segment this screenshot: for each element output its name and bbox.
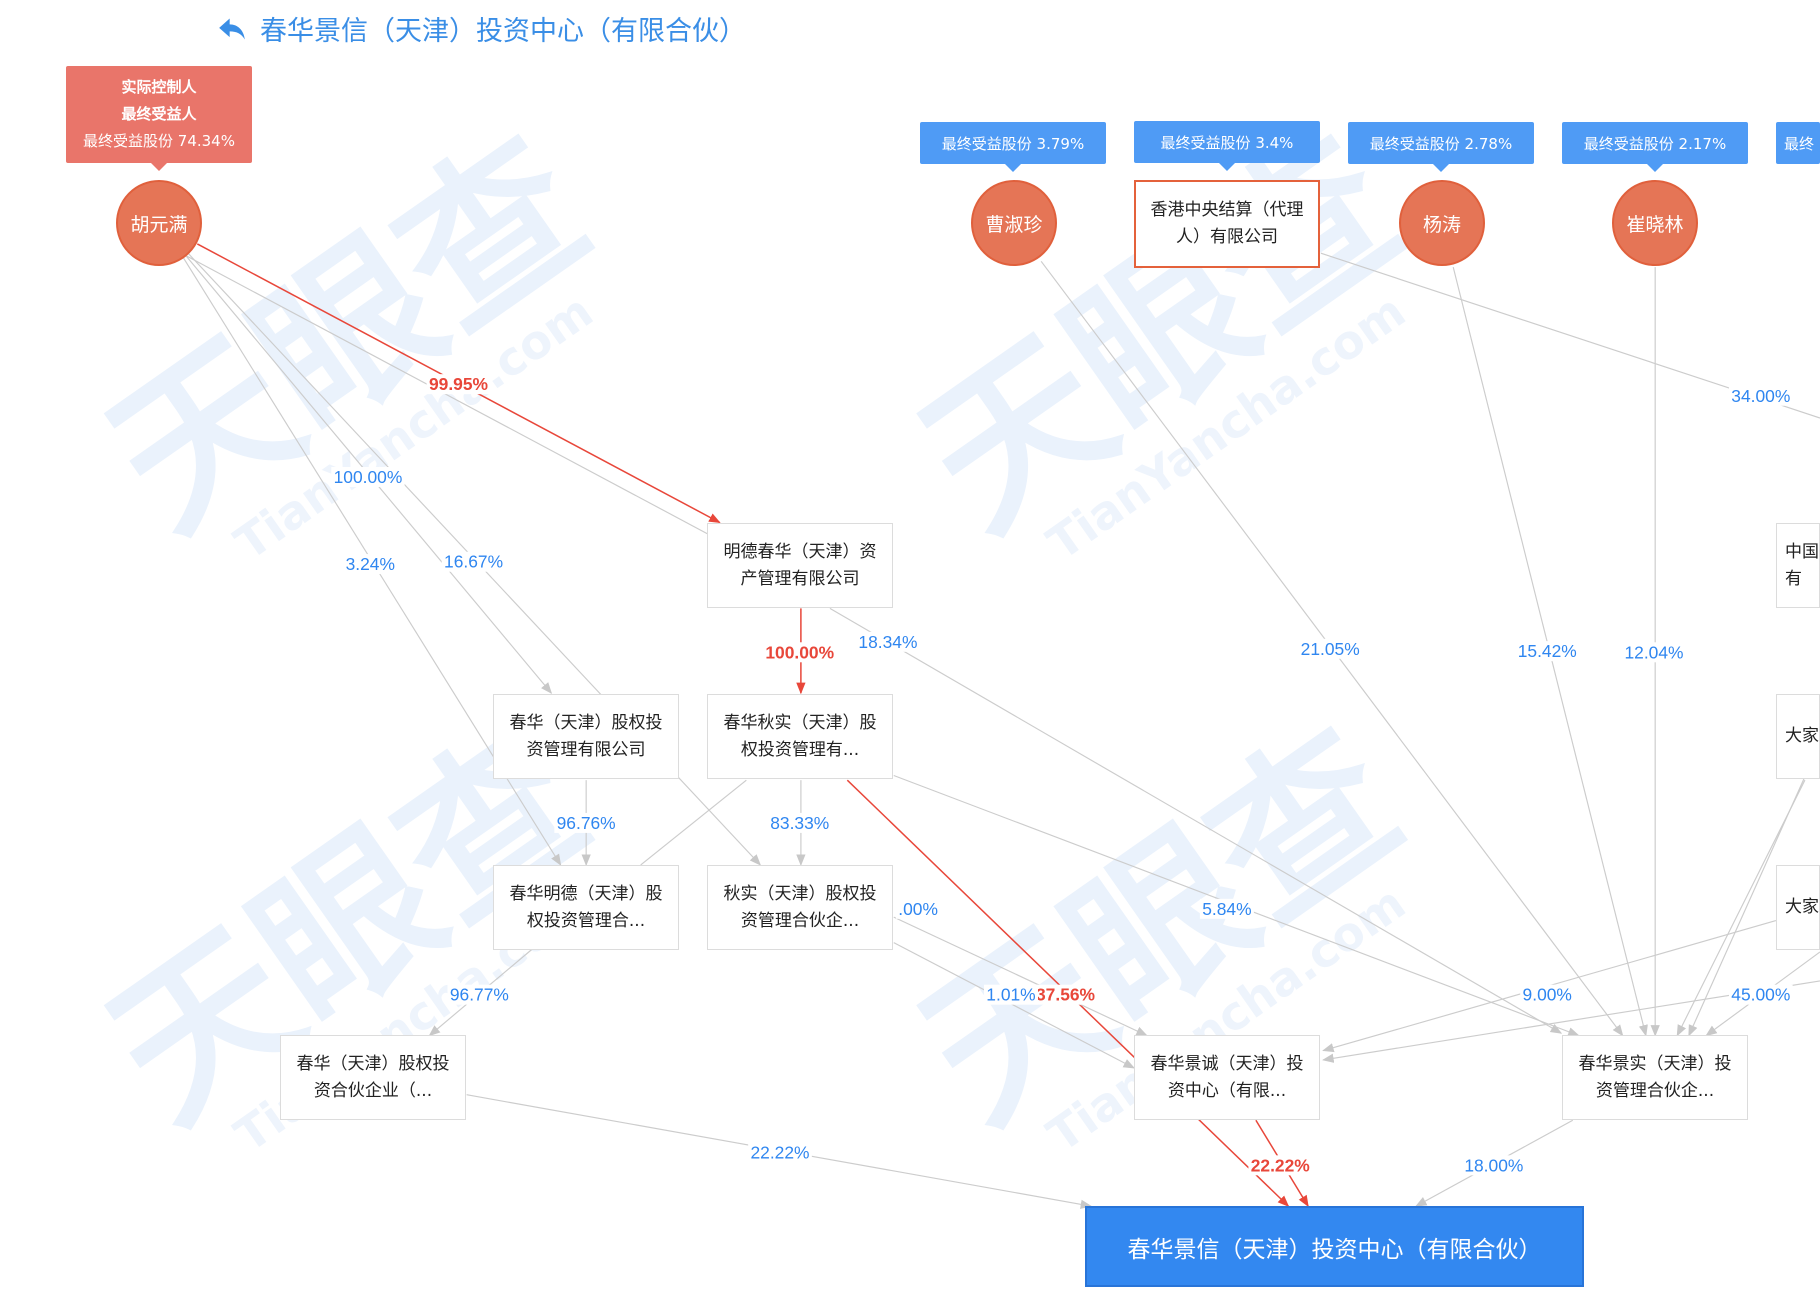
node-company[interactable]: 春华（天津）股权投资管理有限公司	[493, 694, 679, 779]
label-background	[1199, 898, 1254, 919]
edge-percentage-label: 96.76%	[557, 813, 616, 833]
label-background	[856, 631, 920, 652]
label-background	[343, 554, 398, 575]
edge-percentage-label: 18.00%	[1464, 1155, 1523, 1175]
label-background	[331, 467, 405, 488]
edge-percentage-label: 99.95%	[429, 374, 489, 394]
label-background	[1461, 1155, 1526, 1176]
edge-percentage-label: 12.04%	[1624, 642, 1683, 662]
node-person[interactable]: 崔晓林	[1612, 180, 1698, 266]
page-header: 春华景信（天津）投资中心（有限合伙）	[218, 9, 746, 48]
node-company[interactable]: 大家	[1776, 865, 1820, 950]
edge-line	[893, 916, 1148, 1037]
node-company[interactable]: 春华（天津）股权投资合伙企业（...	[280, 1035, 466, 1120]
edge-line	[893, 942, 1136, 1069]
node-company[interactable]: 大家	[1776, 694, 1820, 779]
edge-line	[1688, 742, 1820, 1037]
edge-line	[829, 607, 1563, 1034]
label-background	[983, 984, 1038, 1005]
edge-percentage-label: 21.05%	[1301, 639, 1360, 659]
node-controller[interactable]: 胡元满	[116, 180, 202, 266]
tip-line: 实际控制人	[121, 78, 197, 96]
node-company[interactable]: 春华秋实（天津）股权投资管理有...	[707, 694, 893, 779]
node-company[interactable]: 春华明德（天津）股权投资管理合...	[493, 865, 679, 950]
share-tooltip: 最终受益股份 3.4%	[1134, 121, 1320, 171]
edge-percentage-label: 83.33%	[770, 813, 829, 833]
node-company[interactable]: 明德春华（天津）资产管理有限公司	[707, 523, 893, 608]
tip-line: 最终受益股份 74.34%	[83, 132, 235, 150]
edge-percentage-label: 45.00%	[1731, 985, 1790, 1005]
edge-percentage-label: 16.67%	[444, 552, 503, 572]
edge-percentage-label: 3.24%	[346, 554, 395, 574]
node-person[interactable]: 杨涛	[1399, 180, 1485, 266]
edge-percentage-label: 1.01%	[986, 985, 1035, 1005]
edge-percentage-label: 18.34%	[858, 632, 917, 652]
label-background	[1033, 984, 1098, 1005]
edge-percentage-label: 96.77%	[450, 985, 509, 1005]
edge-line	[185, 255, 709, 535]
label-background	[1515, 641, 1580, 662]
label-background	[1298, 638, 1363, 659]
edge-percentage-label: 37.56%	[1036, 985, 1096, 1005]
label-background	[554, 812, 619, 833]
tip-line: 最终受益人	[121, 105, 197, 123]
node-company[interactable]: 中国 有	[1776, 523, 1820, 608]
controller-tooltip: 实际控制人 最终受益人 最终受益股份 74.34%	[66, 66, 252, 171]
edge-percentage-label: 22.22%	[1251, 1155, 1311, 1175]
share-tooltip: 最终受益股份 2.78%	[1348, 122, 1534, 172]
label-background	[1622, 642, 1686, 663]
node-company[interactable]: 香港中央结算（代理人）有限公司	[1134, 180, 1320, 268]
share-tooltip: 最终受益股份 3.79%	[920, 122, 1106, 172]
label-background	[1248, 1155, 1313, 1176]
node-company[interactable]: 春华景实（天津）投资管理合伙企...	[1562, 1035, 1748, 1120]
label-background	[447, 984, 512, 1005]
edge-percentage-label: 100.00%	[334, 467, 403, 487]
label-background	[895, 898, 941, 919]
edge-line	[640, 779, 747, 866]
edge-percentage-label: 100.00%	[765, 642, 834, 662]
label-background	[1728, 984, 1793, 1005]
label-background	[767, 812, 832, 833]
share-tooltip: 最终受益股份 2.17%	[1562, 122, 1748, 172]
label-background	[1520, 984, 1575, 1005]
edge-percentage-label: .00%	[898, 899, 938, 919]
page-title: 春华景信（天津）投资中心（有限合伙）	[260, 16, 746, 47]
label-background	[748, 1142, 812, 1163]
back-arrow-icon[interactable]	[218, 16, 246, 42]
edge-percentage-label: 22.22%	[750, 1143, 809, 1163]
label-background	[426, 374, 491, 395]
edge-percentage-label: 9.00%	[1523, 985, 1572, 1005]
node-company[interactable]: 春华景诚（天津）投资中心（有限...	[1134, 1035, 1320, 1120]
node-person[interactable]: 曹淑珍	[971, 180, 1057, 266]
edge-percentage-label: 5.84%	[1202, 899, 1251, 919]
target-company-node[interactable]: 春华景信（天津）投资中心（有限合伙）	[1085, 1206, 1584, 1287]
node-company[interactable]: 秋实（天津）股权投资管理合伙企...	[707, 865, 893, 950]
label-background	[763, 642, 837, 663]
edge-percentage-label: 34.00%	[1731, 386, 1790, 406]
label-background	[1728, 385, 1793, 406]
label-background	[441, 551, 506, 572]
share-tooltip: 最终	[1776, 122, 1820, 164]
edge-percentage-label: 15.42%	[1518, 641, 1577, 661]
